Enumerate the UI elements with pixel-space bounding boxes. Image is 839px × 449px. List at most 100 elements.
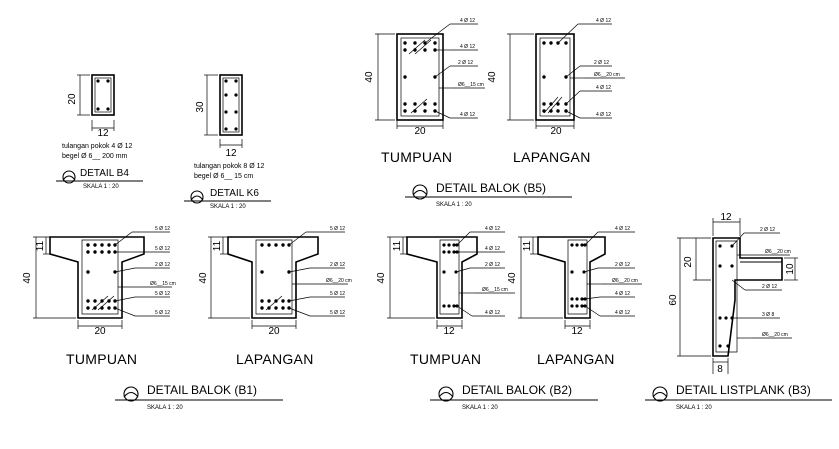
b2-title: DETAIL BALOK (B2) bbox=[462, 383, 572, 397]
b5-label-lapangan: LAPANGAN bbox=[513, 149, 591, 165]
b5t-note-top2: 4 Ø 12 bbox=[460, 44, 475, 50]
b1t-dim-flange: 11 bbox=[35, 240, 46, 251]
b2-title-block: DETAIL BALOK (B2) SKALA 1 : 20 bbox=[430, 383, 598, 411]
b1-title: DETAIL BALOK (B1) bbox=[147, 383, 257, 397]
b1t-note-top2: 5 Ø 12 bbox=[155, 246, 170, 252]
b5-title-block: DETAIL BALOK (B5) SKALA 1 : 20 bbox=[405, 181, 572, 208]
b2l-dim-height: 40 bbox=[507, 272, 518, 284]
b5l-note-mid: 2 Ø 12 bbox=[594, 60, 609, 66]
k6-scale: SKALA 1 : 20 bbox=[210, 204, 246, 210]
b5l-note-top: 4 Ø 12 bbox=[596, 18, 611, 24]
b2t-note-bottom: 4 Ø 12 bbox=[485, 310, 500, 316]
k6-note-stirrup: begel Ø 6__ 15 cm bbox=[194, 173, 253, 180]
b3-scale: SKALA 1 : 20 bbox=[676, 405, 712, 411]
b2l-note-bottom: 4 Ø 12 bbox=[615, 310, 630, 316]
b2t-dim-height: 40 bbox=[376, 272, 387, 284]
detail-b5-tumpuan: 4 Ø 12 4 Ø 12 2 Ø 12 Ø6__15 cm 4 Ø 12 40… bbox=[364, 18, 485, 165]
detail-k6: 30 12 tulangan pokok 8 Ø 12 begel Ø 6__ … bbox=[184, 74, 271, 210]
b2l-note-stirrup: Ø6__20 cm bbox=[612, 278, 638, 284]
b2t-dim-width: 12 bbox=[443, 326, 455, 337]
b1t-note-bottom: 5 Ø 12 bbox=[155, 310, 170, 316]
b5t-top-bars bbox=[403, 39, 437, 55]
b2l-dim-width: 12 bbox=[571, 326, 583, 337]
b5l-note-bottom: 4 Ø 12 bbox=[596, 112, 611, 118]
b1t-note-bot1: 5 Ø 12 bbox=[155, 291, 170, 297]
b1-scale: SKALA 1 : 20 bbox=[147, 405, 183, 411]
b5l-note-bot2: 4 Ø 12 bbox=[596, 85, 611, 91]
b2t-dim-flange: 11 bbox=[392, 240, 403, 251]
k6-title: DETAIL K6 bbox=[210, 188, 259, 199]
b4-scale: SKALA 1 : 20 bbox=[83, 184, 119, 190]
b2-scale: SKALA 1 : 20 bbox=[462, 405, 498, 411]
b4-title: DETAIL B4 bbox=[80, 168, 129, 179]
b1-label-lapangan: LAPANGAN bbox=[236, 351, 314, 367]
b4-note-stirrup: begel Ø 6__ 200 mm bbox=[62, 153, 128, 160]
b2l-note-bot1: 4 Ø 12 bbox=[615, 291, 630, 297]
b1l-dim-width: 20 bbox=[268, 326, 280, 337]
b2-label-tumpuan: TUMPUAN bbox=[410, 351, 481, 367]
detail-b1-tumpuan: 5 Ø 12 5 Ø 12 2 Ø 12 Ø6__15 cm 5 Ø 12 5 … bbox=[22, 226, 176, 367]
b4-note-main: tulangan pokok 4 Ø 12 bbox=[62, 143, 133, 150]
detail-b2-lapangan: 4 Ø 12 2 Ø 12 Ø6__20 cm 4 Ø 12 4 Ø 12 40… bbox=[507, 226, 642, 367]
b3-title: DETAIL LISTPLANK (B3) bbox=[676, 383, 811, 397]
k6-title-symbol bbox=[190, 190, 204, 204]
b2t-note-top: 4 Ø 12 bbox=[485, 226, 500, 232]
b1l-dim-flange: 11 bbox=[212, 240, 223, 251]
b1t-note-mid: 2 Ø 12 bbox=[155, 262, 170, 268]
detail-b4: 20 12 tulangan pokok 4 Ø 12 begel Ø 6__ … bbox=[56, 74, 143, 190]
b5t-note-stirrup: Ø6__15 cm bbox=[458, 82, 484, 88]
b1l-note-stirrup: Ø6__20 cm bbox=[326, 278, 352, 284]
b5t-note-bottom: 4 Ø 12 bbox=[460, 112, 475, 118]
b5t-note-top: 4 Ø 12 bbox=[460, 18, 475, 24]
b1-title-block: DETAIL BALOK (B1) SKALA 1 : 20 bbox=[115, 383, 283, 411]
b2l-dim-flange: 11 bbox=[522, 240, 533, 251]
b4-title-symbol bbox=[62, 170, 76, 184]
b1t-note-stirrup: Ø6__15 cm bbox=[150, 281, 176, 287]
k6-note-main: tulangan pokok 8 Ø 12 bbox=[194, 163, 265, 170]
b3-dim-bottom: 8 bbox=[717, 364, 723, 375]
b2t-note-mid: 2 Ø 12 bbox=[485, 262, 500, 268]
b5-title: DETAIL BALOK (B5) bbox=[436, 181, 546, 195]
b5t-dim-width: 20 bbox=[414, 126, 426, 137]
b3-note-2: Ø6__20 cm bbox=[765, 249, 791, 255]
b5t-note-mid: 2 Ø 12 bbox=[458, 60, 473, 66]
b3-note-5: Ø6__20 cm bbox=[762, 332, 788, 338]
detail-b1-lapangan: 5 Ø 12 2 Ø 12 Ø6__20 cm 5 Ø 12 5 Ø 12 40… bbox=[198, 226, 352, 367]
b2-label-lapangan: LAPANGAN bbox=[537, 351, 615, 367]
b2l-note-top: 4 Ø 12 bbox=[615, 226, 630, 232]
detail-listplank-b3: 2 Ø 12 Ø6__20 cm 2 Ø 12 3 Ø 8 Ø6__20 cm … bbox=[668, 212, 798, 375]
b3-note-4: 3 Ø 8 bbox=[762, 312, 774, 318]
b5-label-tumpuan: TUMPUAN bbox=[381, 149, 452, 165]
b3-dim-60: 60 bbox=[668, 294, 679, 306]
b3-dim-20: 20 bbox=[683, 256, 694, 268]
b4-dim-height: 20 bbox=[67, 93, 78, 105]
b5-scale: SKALA 1 : 20 bbox=[436, 202, 472, 208]
b5l-dim-height: 40 bbox=[487, 71, 498, 83]
b3-dim-10: 10 bbox=[785, 263, 796, 275]
b3-note-1: 2 Ø 12 bbox=[760, 227, 775, 233]
b5t-dim-height: 40 bbox=[364, 71, 375, 83]
b1t-dim-height: 40 bbox=[22, 272, 33, 284]
k6-dim-height: 30 bbox=[195, 101, 206, 113]
k6-dim-width: 12 bbox=[225, 148, 237, 159]
b3-title-block: DETAIL LISTPLANK (B3) SKALA 1 : 20 bbox=[645, 383, 832, 411]
b3-note-3: 2 Ø 12 bbox=[762, 284, 777, 290]
b1-label-tumpuan: TUMPUAN bbox=[66, 351, 137, 367]
b3-dim-top: 12 bbox=[720, 212, 732, 223]
b1t-dim-width: 20 bbox=[94, 326, 106, 337]
b1l-note-bot1: 5 Ø 12 bbox=[330, 291, 345, 297]
b5l-note-stirrup: Ø6__20 cm bbox=[594, 72, 620, 78]
b1t-note-top: 5 Ø 12 bbox=[155, 226, 170, 232]
detail-b5-lapangan: 4 Ø 12 2 Ø 12 Ø6__20 cm 4 Ø 12 4 Ø 12 40… bbox=[487, 18, 625, 165]
b2l-note-mid: 2 Ø 12 bbox=[615, 262, 630, 268]
b4-dim-width: 12 bbox=[97, 128, 109, 139]
b2t-note-top2: 4 Ø 12 bbox=[485, 246, 500, 252]
b1l-note-mid: 2 Ø 12 bbox=[330, 262, 345, 268]
b1l-dim-height: 40 bbox=[198, 272, 209, 284]
b5l-dim-width: 20 bbox=[550, 126, 562, 137]
b1l-note-top: 5 Ø 12 bbox=[330, 226, 345, 232]
b1l-note-bottom: 5 Ø 12 bbox=[330, 310, 345, 316]
detail-b2-tumpuan: 4 Ø 12 4 Ø 12 2 Ø 12 Ø6__15 cm 4 Ø 12 40… bbox=[376, 226, 515, 367]
b2t-note-stirrup: Ø6__15 cm bbox=[482, 287, 508, 293]
